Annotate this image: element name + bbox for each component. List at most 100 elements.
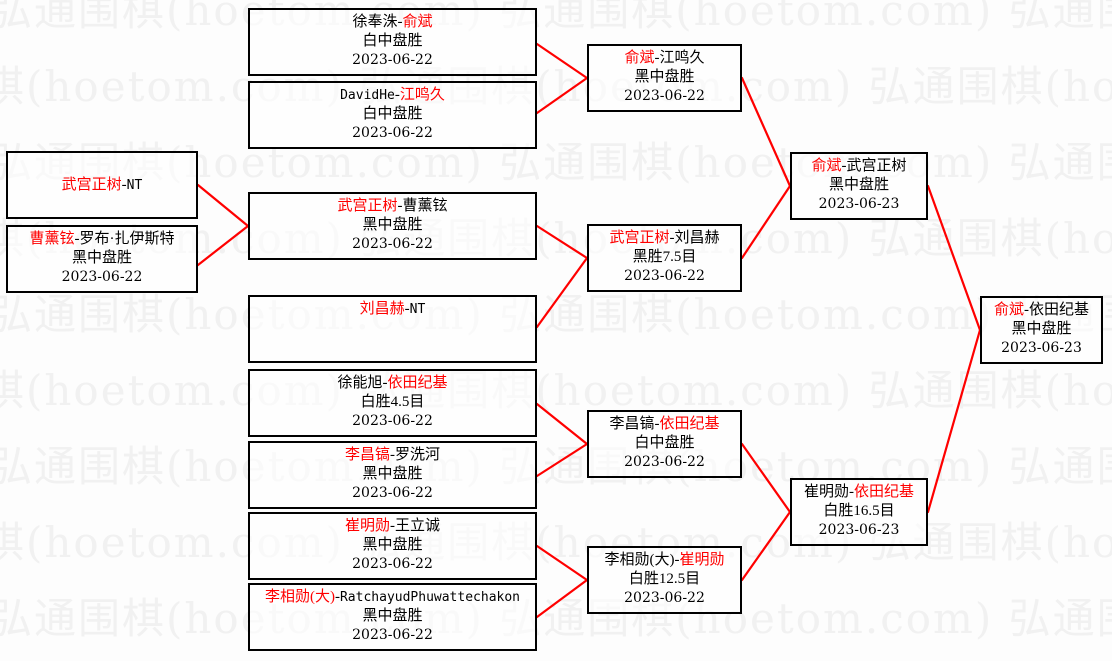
match-box-r1m3[interactable]: 武宫正树-NT (6, 151, 198, 219)
match-box-sf1[interactable]: 俞斌-武宫正树 黑中盘胜 2023-06-23 (790, 152, 928, 220)
player-two: 依田纪基 (854, 484, 915, 500)
connector-r1m5-r2m2 (535, 224, 589, 260)
match-date: 2023-06-22 (352, 413, 433, 429)
match-result: 黑中盘胜 (71, 250, 132, 266)
player-separator: - (382, 375, 388, 391)
match-players: 李昌镐-罗洗河 (250, 446, 535, 465)
watermark-text: 弘通围棋(hoetom.com) 弘通围棋(hoetom.com) 弘通围棋(h… (0, 290, 1112, 339)
player-two: 罗布·扎伊斯特 (79, 231, 175, 247)
player-one: 刘昌赫 (359, 301, 405, 317)
connector-r1m9-r2m4 (535, 544, 589, 582)
player-two: NT (126, 177, 143, 193)
watermark-text: 弘通围棋(hoetom.com) 弘通围棋(hoetom.com) 弘通围棋(h… (0, 366, 1112, 415)
match-players: 武宫正树-NT (8, 176, 196, 195)
player-two: 依田纪基 (659, 416, 720, 432)
player-two: 崔明勋 (679, 552, 725, 568)
match-box-r1m5[interactable]: 武宫正树-曹薰铉 黑中盘胜 2023-06-22 (248, 192, 537, 260)
player-one: 徐能旭 (337, 375, 383, 391)
player-two: NT (409, 302, 426, 317)
match-date: 2023-06-22 (352, 52, 433, 68)
match-box-r1m4[interactable]: 曹薰铉-罗布·扎伊斯特 黑中盘胜 2023-06-22 (6, 225, 198, 293)
player-separator: - (669, 230, 675, 246)
match-box-r1m6[interactable]: 刘昌赫-NT (248, 295, 537, 363)
connector-r1m10-r2m4 (535, 578, 589, 619)
match-box-final[interactable]: 俞斌-依田纪基 黑中盘胜 2023-06-23 (980, 296, 1103, 364)
connector-r1m6-r2m2 (535, 256, 589, 329)
match-date: 2023-06-22 (352, 485, 433, 501)
match-box-r2m1[interactable]: 俞斌-江鸣久 黑中盘胜 2023-06-22 (587, 44, 742, 112)
player-two: 依田纪基 (1029, 302, 1090, 318)
match-players: 刘昌赫-NT (250, 300, 535, 319)
match-date: 2023-06-22 (624, 454, 705, 470)
player-one: 李昌镐 (344, 447, 390, 463)
player-one: 俞斌 (993, 302, 1024, 318)
match-players: 李相勋(大)-RatchayudPhuwattechakon (250, 588, 535, 607)
match-result: 白中盘胜 (362, 33, 423, 49)
match-date: 2023-06-22 (352, 125, 433, 141)
match-box-r1m8[interactable]: 李昌镐-罗洗河 黑中盘胜 2023-06-22 (248, 441, 537, 509)
match-box-r1m9[interactable]: 崔明勋-王立诚 黑中盘胜 2023-06-22 (248, 512, 537, 580)
match-players: 李昌镐-依田纪基 (589, 415, 740, 434)
match-result: 白胜4.5目 (360, 394, 425, 410)
watermark-text: 弘通围棋(hoetom.com) 弘通围棋(hoetom.com) 弘通围棋(h… (0, 442, 1112, 491)
player-two: 罗洗河 (395, 447, 441, 463)
match-result: 黑中盘胜 (362, 537, 423, 553)
match-box-r1m2[interactable]: DavidHe-江鸣久 白中盘胜 2023-06-22 (248, 81, 537, 149)
match-players: 崔明勋-依田纪基 (792, 483, 926, 502)
player-separator: - (1024, 302, 1029, 318)
connector-r1m8-r2m3 (535, 442, 589, 478)
match-date: 2023-06-22 (624, 590, 705, 606)
match-players: 徐奉洙-俞斌 (250, 13, 535, 32)
player-one: 崔明勋 (803, 484, 849, 500)
player-one: 武宫正树 (337, 198, 398, 214)
connector-r2m2-sf1 (740, 184, 792, 260)
player-two: 武宫正树 (846, 158, 907, 174)
player-separator: - (654, 50, 660, 66)
player-separator: - (404, 301, 410, 317)
match-players: 李相勋(大)-崔明勋 (589, 551, 740, 570)
player-two: 依田纪基 (387, 375, 448, 391)
match-result: 黑中盘胜 (362, 466, 423, 482)
match-players: 俞斌-江鸣久 (589, 49, 740, 68)
match-result: 黑胜7.5目 (632, 249, 697, 265)
match-players: 崔明勋-王立诚 (250, 517, 535, 536)
player-separator: - (674, 552, 680, 568)
match-box-r2m2[interactable]: 武宫正树-刘昌赫 黑胜7.5目 2023-06-22 (587, 224, 742, 292)
player-two: 曹薰铉 (402, 198, 448, 214)
player-separator: - (74, 231, 80, 247)
watermark-text: 弘通围棋(hoetom.com) 弘通围棋(hoetom.com) 弘通围棋(h… (0, 62, 1112, 111)
match-date: 2023-06-23 (818, 522, 900, 538)
match-box-r1m7[interactable]: 徐能旭-依田纪基 白胜4.5目 2023-06-22 (248, 369, 537, 437)
connector-sf2-final (926, 328, 982, 514)
player-separator: - (121, 176, 127, 193)
player-one: 李相勋(大) (264, 589, 335, 605)
match-result: 黑中盘胜 (634, 69, 695, 85)
player-separator: - (394, 87, 400, 103)
connector-r1m2-r2m1 (535, 76, 589, 115)
match-players: 武宫正树-曹薰铉 (250, 197, 535, 216)
match-box-r1m1[interactable]: 徐奉洙-俞斌 白中盘胜 2023-06-22 (248, 8, 537, 76)
player-one: 李相勋(大) (604, 552, 675, 568)
match-date: 2023-06-23 (818, 196, 900, 212)
connector-r2m4-sf2 (740, 510, 792, 582)
player-separator: - (654, 416, 660, 432)
match-result: 白中盘胜 (634, 435, 695, 451)
match-box-r2m4[interactable]: 李相勋(大)-崔明勋 白胜12.5目 2023-06-22 (587, 546, 742, 614)
match-players: 曹薰铉-罗布·扎伊斯特 (8, 230, 196, 249)
player-one: 俞斌 (811, 158, 842, 174)
match-result: 白胜12.5目 (628, 571, 701, 587)
match-box-r2m3[interactable]: 李昌镐-依田纪基 白中盘胜 2023-06-22 (587, 410, 742, 478)
match-date: 2023-06-23 (1001, 340, 1082, 356)
match-box-r1m10[interactable]: 李相勋(大)-RatchayudPhuwattechakon 黑中盘胜 2023… (248, 583, 537, 651)
player-one: 曹薰铉 (29, 231, 75, 247)
match-date: 2023-06-22 (624, 88, 705, 104)
match-result: 白中盘胜 (362, 106, 423, 122)
match-players: 俞斌-依田纪基 (982, 301, 1101, 320)
match-players: DavidHe-江鸣久 (250, 86, 535, 105)
connector-r2m3-sf2 (740, 442, 792, 514)
watermark-text: 弘通围棋(hoetom.com) 弘通围棋(hoetom.com) 弘通围棋(h… (0, 594, 1112, 643)
match-box-sf2[interactable]: 崔明勋-依田纪基 白胜16.5目 2023-06-23 (790, 478, 928, 546)
